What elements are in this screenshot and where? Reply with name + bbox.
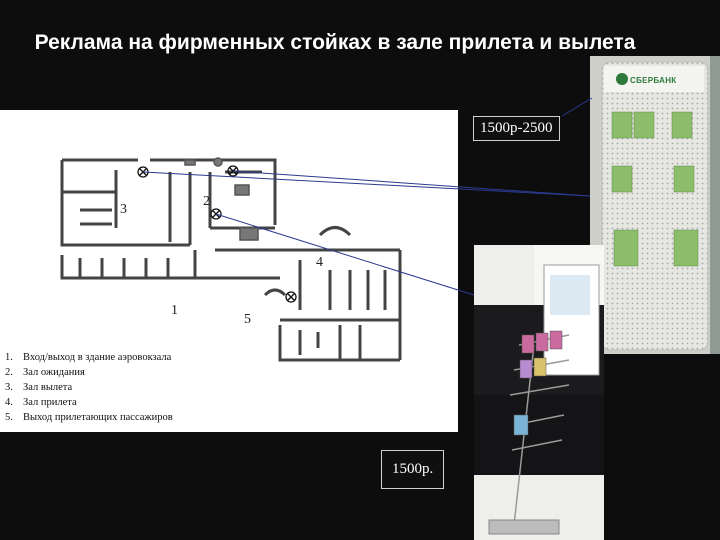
floor-plan-legend: 1.Вход/выход в здание аэровокзала 2.Зал …: [5, 350, 173, 425]
room-number: 3: [120, 202, 127, 217]
marker-icon: [137, 166, 149, 178]
connector-line: [561, 97, 593, 117]
brand-logo-text: СБЕРБАНК: [630, 76, 677, 85]
legend-item: 2.Зал ожидания: [5, 367, 85, 378]
stand-photo-brochure: [474, 245, 604, 540]
marker-icon: [285, 291, 297, 303]
legend-item: 4.Зал прилета: [5, 397, 77, 408]
legend-item: 5.Выход прилетающих пассажиров: [5, 412, 173, 423]
price-label-pegboard: 1500р-2500: [473, 116, 560, 141]
price-label-brochure: 1500р.: [381, 450, 445, 489]
room-number: 2: [203, 194, 210, 209]
brochure-stand-image: [474, 245, 604, 540]
marker-icon: [210, 208, 222, 220]
legend-item: 3.Зал вылета: [5, 382, 73, 393]
room-number: 5: [244, 312, 251, 327]
floor-plan: 3 2 4 1 5 1.Вход/выход в здание аэровокз…: [0, 110, 458, 432]
slide-title: Реклама на фирменных стойках в зале прил…: [34, 31, 636, 54]
pegboard-stand-image: [590, 56, 720, 354]
room-number: 4: [316, 255, 323, 270]
legend-item: 1.Вход/выход в здание аэровокзала: [5, 352, 172, 363]
stand-photo-pegboard: СБЕРБАНК: [590, 56, 720, 354]
room-number: 1: [171, 303, 178, 318]
